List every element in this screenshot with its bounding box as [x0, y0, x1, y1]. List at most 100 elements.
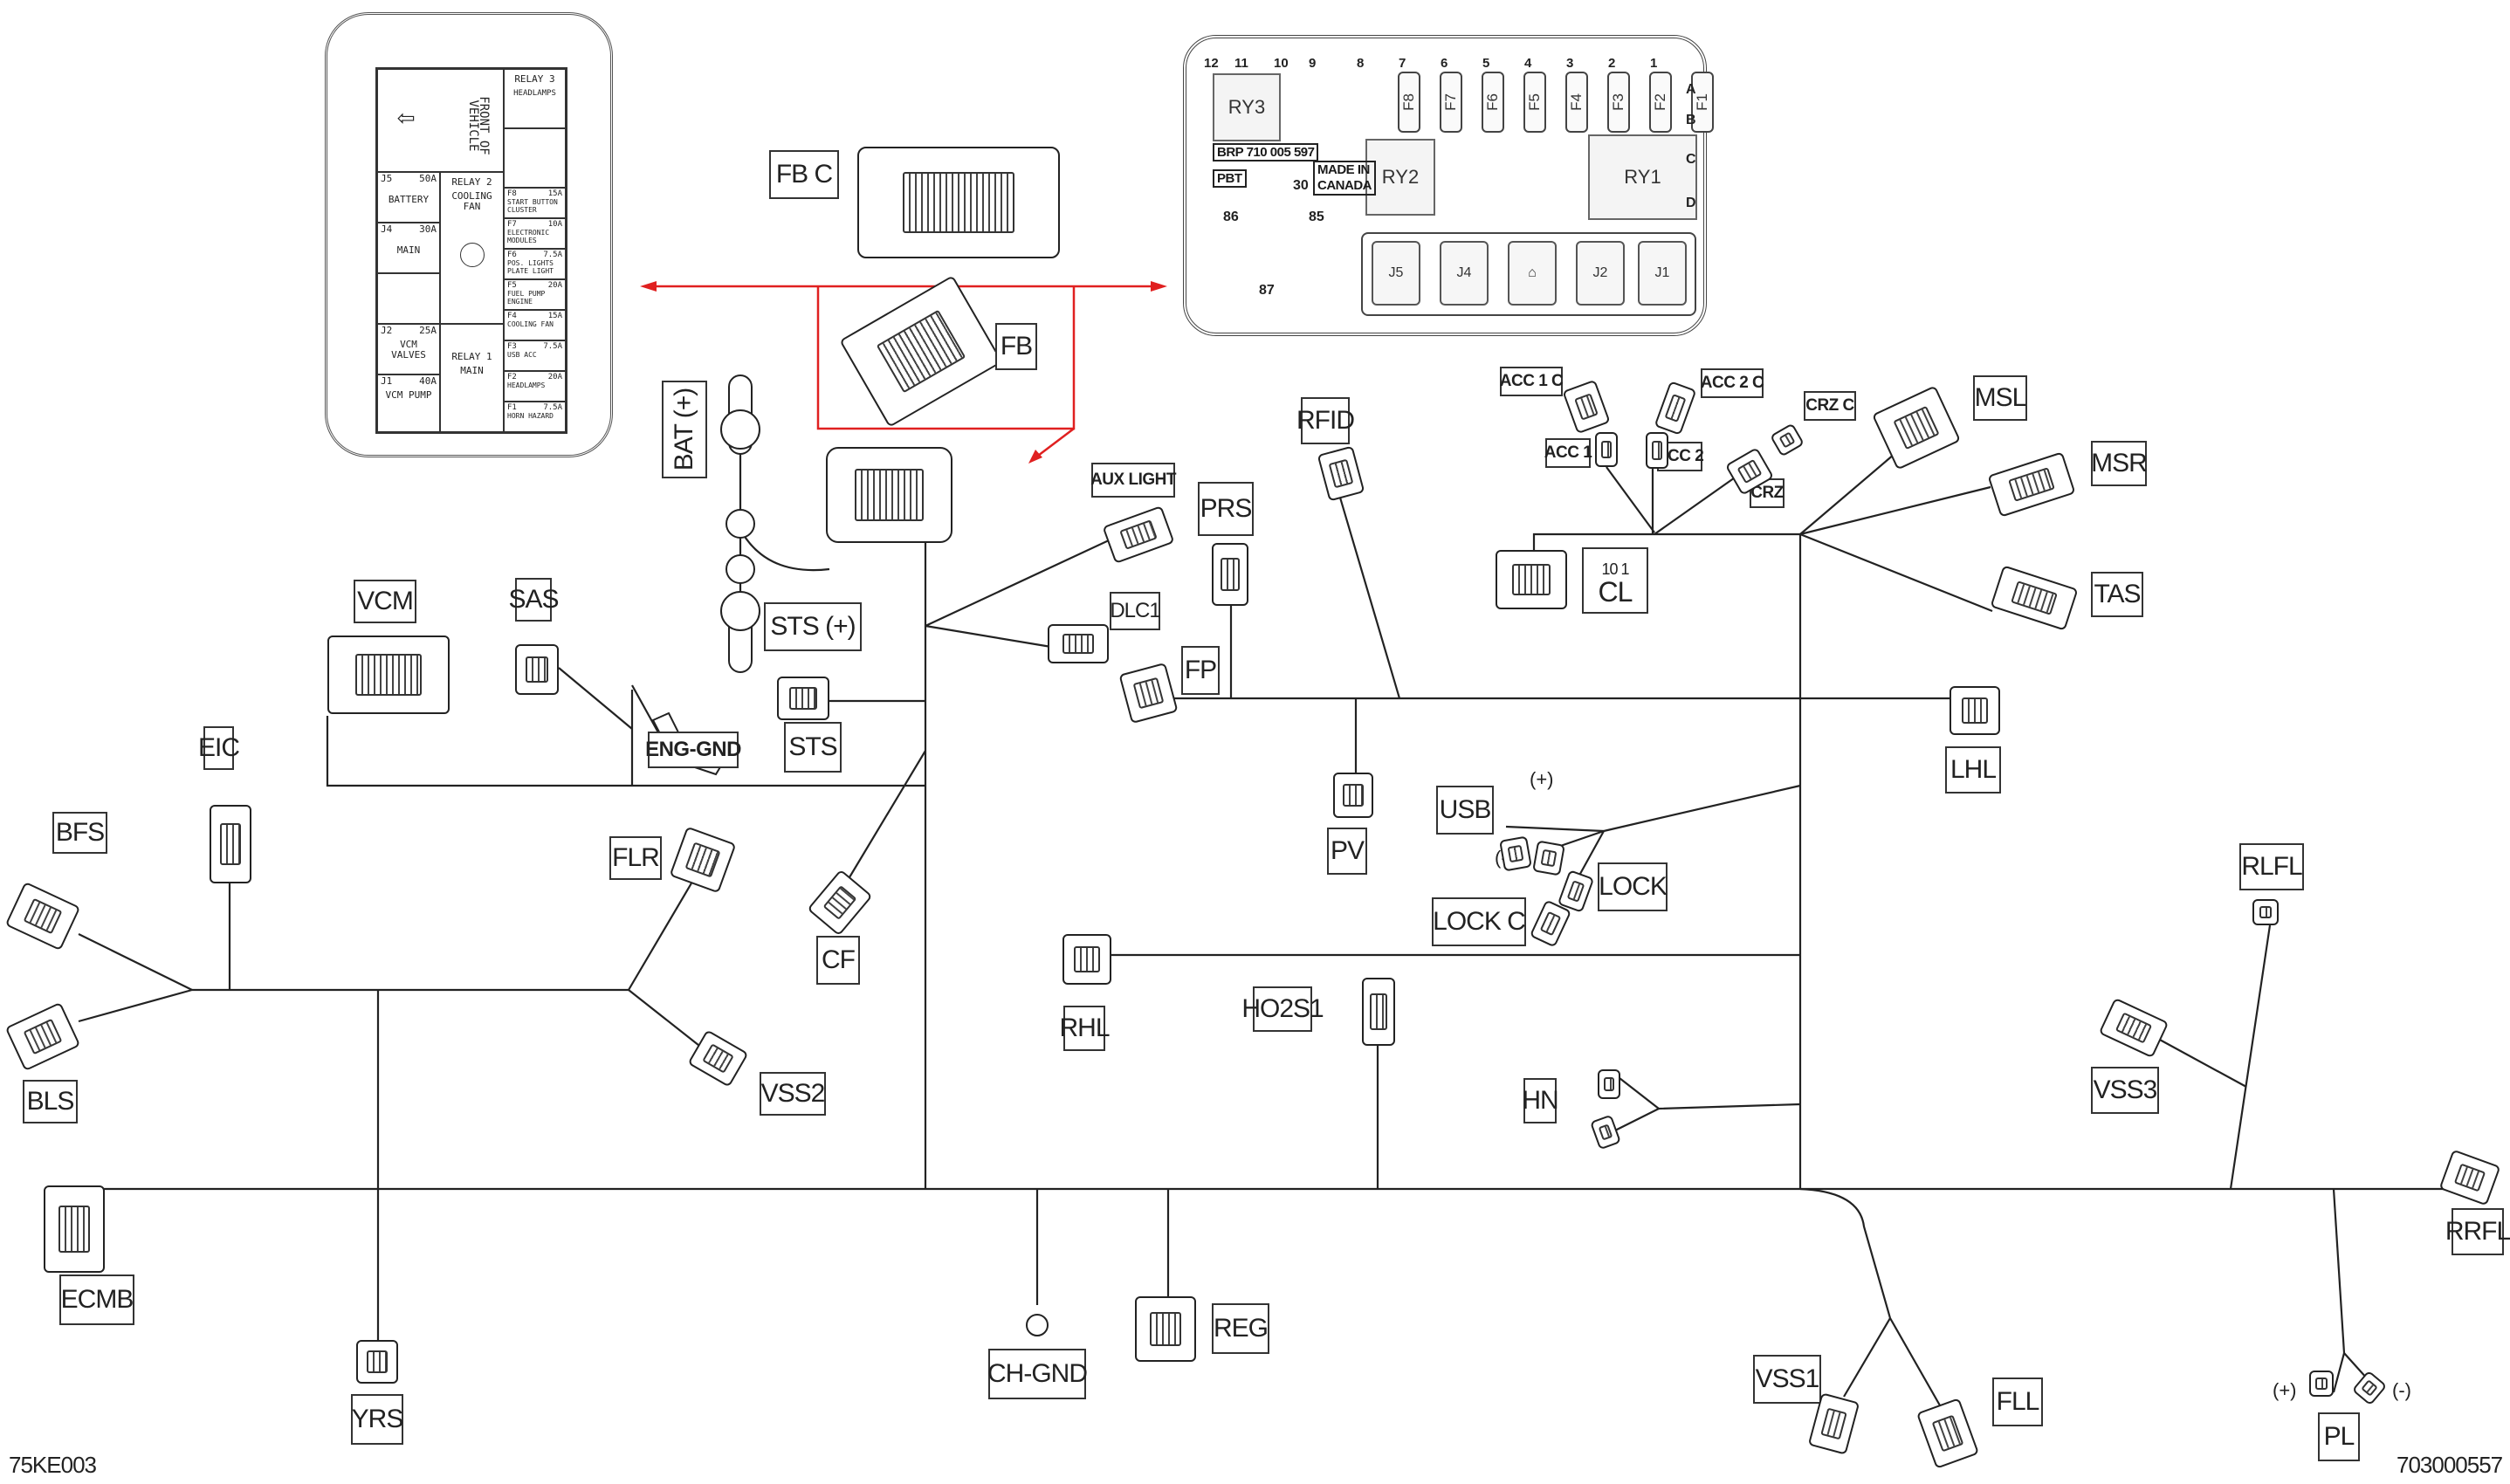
jcase-j2: J2 — [1576, 241, 1625, 306]
fuse-f2: F2 — [1649, 72, 1672, 133]
fuse-function: COOLING FAN — [507, 320, 554, 328]
prs-connector-icon — [1212, 543, 1248, 606]
label-eng-gnd: ENG-GND — [645, 732, 741, 768]
sas-connector-icon — [515, 644, 559, 695]
wire-rfid — [1338, 497, 1401, 699]
pl-minus-mark: (-) — [2392, 1379, 2411, 1401]
wire-usb — [1603, 784, 1801, 833]
fuse-function: POS. LIGHTS PLATE LIGHT — [507, 259, 554, 275]
fuse-f7: F7 — [1440, 72, 1462, 133]
slot-number: 8 — [1357, 56, 1365, 71]
wire-usb-plus — [1505, 825, 1605, 833]
fuse-id: F1 — [507, 403, 517, 412]
wire-pl — [2332, 1188, 2346, 1354]
fuse-id: F2 — [507, 373, 517, 381]
wire-bls — [78, 988, 193, 1023]
front-arrow-icon: ⇦ — [397, 100, 416, 134]
slot-number: 11 — [1234, 56, 1248, 71]
label-rfid: RFID — [1296, 397, 1355, 444]
label-fb: FB — [995, 323, 1037, 370]
label-aux-light: AUX LIGHT — [1090, 463, 1176, 498]
relay-1-cell: RELAY 1 MAIN — [440, 324, 504, 432]
label-sas: SAS — [508, 578, 560, 622]
label-cf: CF — [816, 936, 860, 985]
red-leader-fb — [1034, 428, 1075, 459]
slot-number: 6 — [1441, 56, 1448, 71]
fuse-label: F4 — [1568, 93, 1585, 111]
label-ch-gnd: CH-GND — [987, 1349, 1088, 1399]
material-tag: PBT — [1213, 169, 1247, 188]
front-of-vehicle-text: FRONT OF VEHICLE — [466, 96, 491, 155]
label-rhl: RHL — [1060, 1006, 1111, 1051]
red-leader-box — [816, 286, 1076, 430]
label-tas: TAS — [2091, 572, 2143, 617]
fuse-rating: 15A — [547, 312, 562, 320]
label-fb-c: FB C — [769, 150, 839, 199]
ch-gnd-ring-icon — [1026, 1314, 1049, 1336]
wire-cf — [846, 750, 926, 883]
relay-ry2: RY2 — [1365, 139, 1435, 216]
fuse-rating: 20A — [547, 373, 562, 381]
row-d: D — [1686, 196, 1696, 210]
wire-vss3 — [2157, 1038, 2247, 1088]
fuse-id: F5 — [507, 281, 517, 290]
reg-connector-icon — [1135, 1296, 1196, 1362]
fuse-f6: F6 — [1482, 72, 1504, 133]
fuse-rating: 7.5A — [543, 342, 562, 351]
wire-pl-plus — [2332, 1352, 2346, 1393]
fuse-id: F4 — [507, 312, 517, 320]
cl-name: CL — [1598, 576, 1633, 608]
label-flr: FLR — [609, 836, 662, 880]
relay-ry1: RY1 — [1588, 134, 1697, 220]
label-lock-c: LOCK C — [1432, 897, 1526, 946]
label-fp: FP — [1181, 646, 1220, 695]
fuse-function: HORN HAZARD — [507, 412, 554, 420]
red-arrow-right — [1151, 281, 1167, 292]
slot-number: 12 — [1204, 56, 1219, 71]
label-sts: STS — [784, 722, 842, 773]
fuse-label: F7 — [1442, 93, 1459, 111]
slot-number: 1 — [1650, 56, 1658, 71]
fuse-function: START BUTTON CLUSTER — [507, 198, 558, 214]
wire-dlc — [925, 624, 1057, 649]
empty-j-cell — [377, 273, 440, 324]
red-arrow-fb — [1028, 450, 1042, 464]
label-msr: MSR — [2091, 441, 2148, 486]
jcase-bay: J5 J4 ⌂ J2 J1 — [1361, 232, 1696, 316]
wire-hn — [1619, 1077, 1801, 1110]
fuse-f3: F3 — [1607, 72, 1630, 133]
label-vss3: VSS3 — [2091, 1067, 2159, 1114]
jcase-j4: J4 — [1440, 241, 1489, 306]
row-a: A — [1686, 82, 1696, 97]
ho2s1-connector-icon — [1362, 978, 1395, 1046]
fb-socket-picture — [826, 447, 952, 543]
label-msl: MSL — [1973, 375, 2027, 421]
pin-87: 87 — [1259, 283, 1275, 298]
slot-number: 5 — [1482, 56, 1490, 71]
fuse-rating: 15A — [547, 189, 562, 198]
fuse-id: F8 — [507, 189, 517, 198]
hn-terminal-1-icon — [1598, 1069, 1620, 1099]
usb-plus-terminal-icon — [1532, 840, 1565, 876]
label-dlc1: DLC1 — [1110, 592, 1161, 630]
wire-vss2 — [628, 989, 708, 1053]
jcase-j1: J1 — [1638, 241, 1687, 306]
empty-cell — [504, 128, 566, 188]
figure-code-left: 75KE003 — [9, 1452, 97, 1478]
fuse-label: F6 — [1484, 93, 1501, 111]
usb-plus-mark: (+) — [1530, 768, 1554, 790]
fuse-id: F7 — [507, 220, 517, 229]
slot-number: 2 — [1608, 56, 1616, 71]
relay-ry3: RY3 — [1213, 73, 1281, 141]
acc1-connector-icon — [1595, 432, 1618, 467]
label-bls: BLS — [23, 1080, 78, 1123]
fuse-label: F5 — [1526, 93, 1543, 111]
